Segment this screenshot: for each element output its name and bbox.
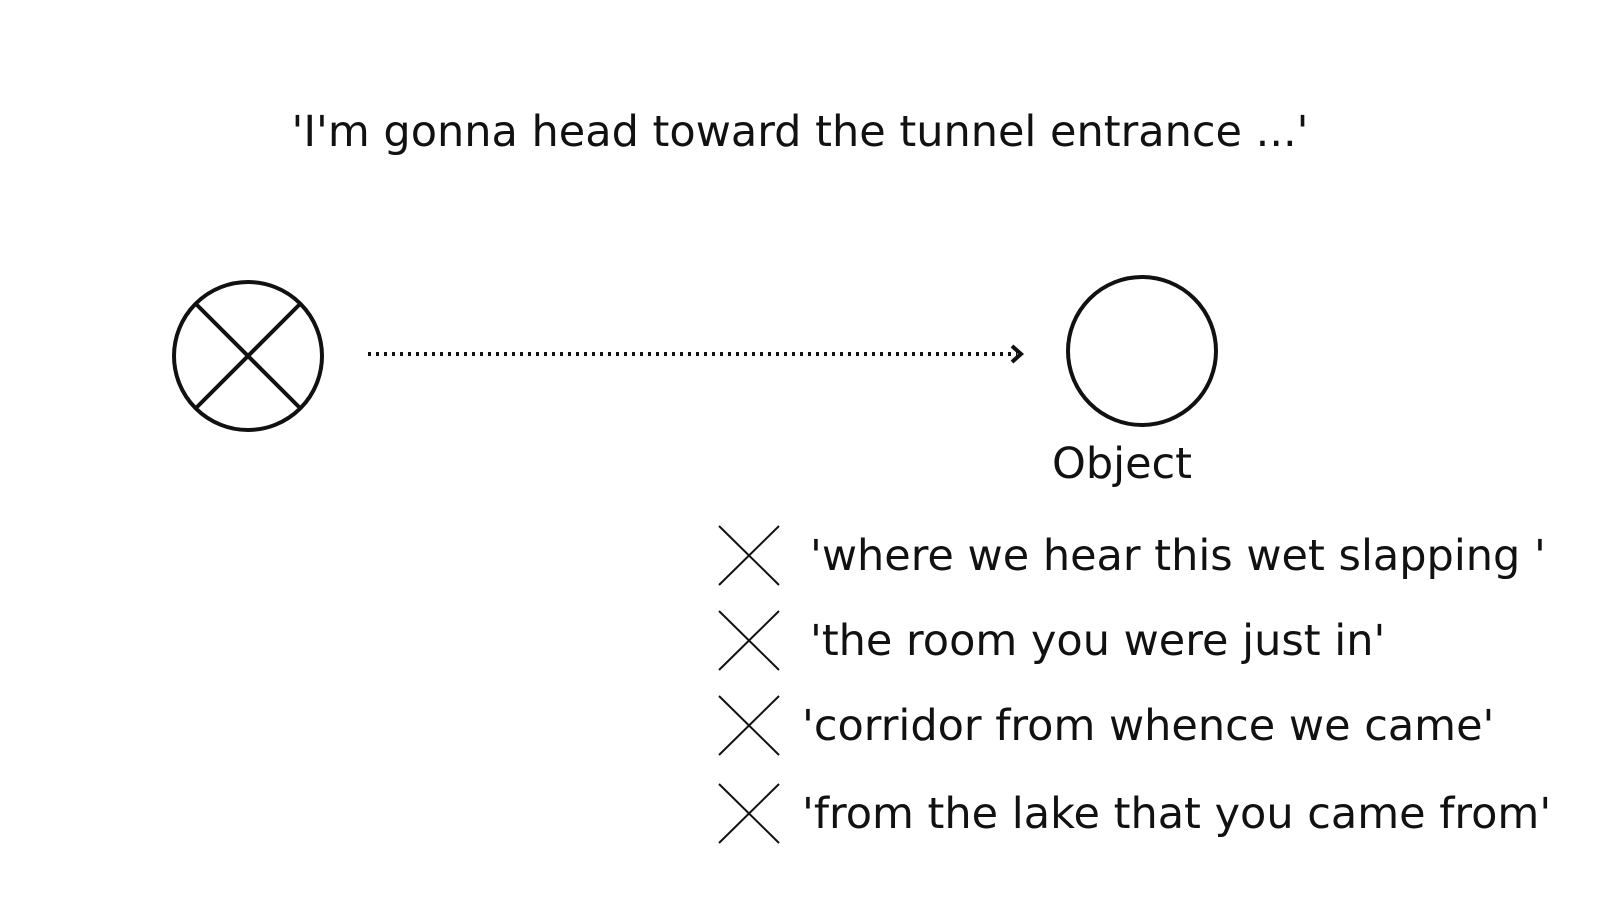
negated-goal-text: 'from the lake that you came from' (802, 789, 1552, 839)
negated-goal-item: 'from the lake that you came from' (718, 783, 1578, 844)
cross-icon (718, 525, 780, 586)
cross-icon (718, 695, 780, 756)
negated-goal-item: 'where we hear this wet slapping ' (718, 525, 1578, 586)
negated-goal-text: 'the room you were just in' (810, 616, 1386, 666)
circle-icon (1066, 275, 1218, 427)
object-label: Object (1052, 439, 1193, 489)
cross-icon (718, 783, 780, 844)
negated-goal-item: 'corridor from whence we came' (718, 695, 1578, 756)
dotted-arrow-icon (368, 344, 1025, 364)
negated-goal-text: 'corridor from whence we came' (802, 701, 1495, 751)
cross-icon (718, 610, 780, 671)
crossed-circle-icon (172, 280, 324, 432)
utterance-title: 'I'm gonna head toward the tunnel entran… (291, 107, 1309, 157)
negated-goal-item: 'the room you were just in' (718, 610, 1578, 671)
negated-goal-text: 'where we hear this wet slapping ' (810, 531, 1546, 581)
negated-goal-list: 'where we hear this wet slapping ' 'the … (718, 525, 1578, 868)
